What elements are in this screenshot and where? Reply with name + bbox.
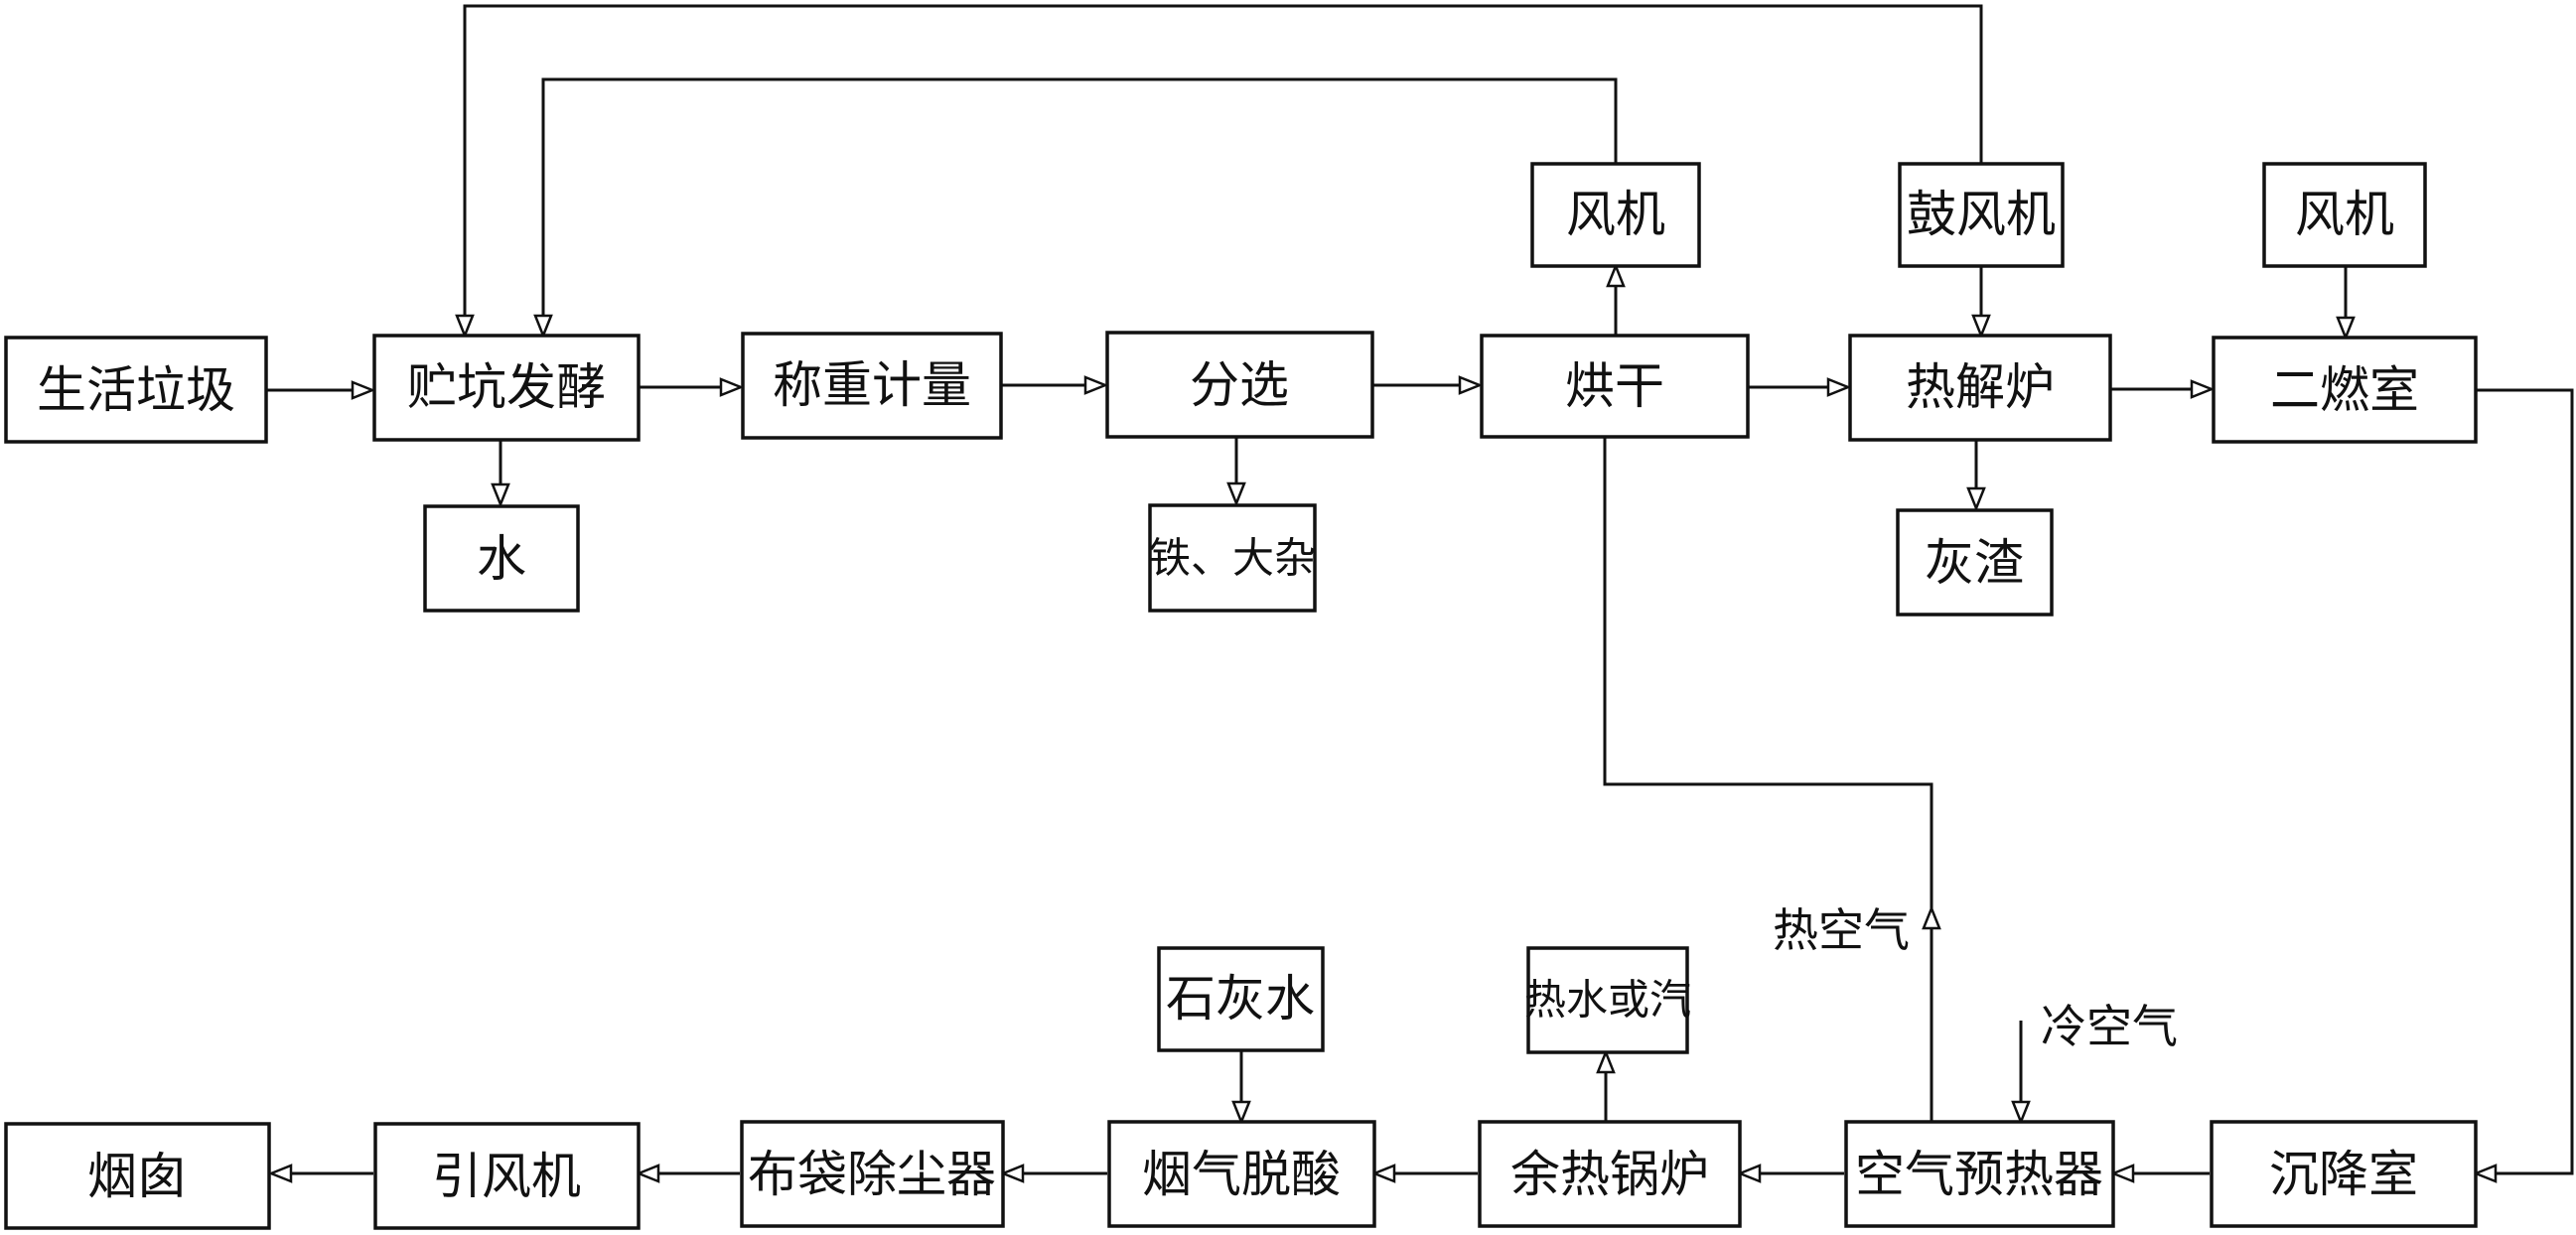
node-label: 二燃室	[2270, 361, 2419, 419]
node-label: 水	[477, 530, 526, 588]
label-hot-air: 热空气	[1773, 903, 1910, 957]
node-label: 沉降室	[2269, 1146, 2418, 1203]
node-label: 空气预热器	[1855, 1146, 2103, 1203]
node-label: 灰渣	[1925, 534, 2024, 592]
node-air-preheater: 空气预热器	[1844, 1120, 2115, 1228]
node-pit-fermentation: 贮坑发酵	[372, 334, 641, 442]
node-secondary-chamber: 二燃室	[2212, 336, 2478, 444]
node-iron-bulky: 铁、大杂	[1148, 503, 1317, 613]
node-label: 贮坑发酵	[407, 358, 606, 416]
node-fan-drying: 风机	[1530, 162, 1701, 268]
edge-fan-loop-to-pit	[543, 77, 1618, 336]
node-label: 余热锅炉	[1510, 1146, 1709, 1203]
node-label: 烟气脱酸	[1142, 1146, 1341, 1203]
node-chimney: 烟囱	[4, 1122, 271, 1230]
edge-blower-loop-to-pit	[465, 4, 1983, 336]
node-label: 热水或汽	[1524, 976, 1691, 1025]
node-waste-heat-boiler: 余热锅炉	[1478, 1120, 1742, 1228]
node-water: 水	[423, 504, 580, 613]
connectors	[266, 4, 2574, 1173]
node-label: 风机	[1566, 186, 1665, 243]
node-label: 烘干	[1565, 357, 1664, 415]
node-sorting: 分选	[1105, 331, 1374, 439]
node-fan-secondary: 风机	[2262, 162, 2427, 268]
node-label: 石灰水	[1166, 970, 1315, 1028]
node-blower: 鼓风机	[1898, 162, 2065, 268]
edge-secondary-to-settling	[2476, 388, 2574, 1173]
node-label: 分选	[1190, 356, 1289, 414]
node-label: 烟囱	[87, 1148, 187, 1205]
node-label: 称重计量	[773, 356, 971, 414]
node-label: 布袋除尘器	[748, 1146, 996, 1203]
node-weighing: 称重计量	[741, 332, 1003, 440]
node-flue-gas-deacid: 烟气脱酸	[1107, 1120, 1376, 1228]
node-bag-filter: 布袋除尘器	[740, 1120, 1005, 1228]
node-hot-water-steam: 热水或汽	[1524, 946, 1691, 1054]
node-drying: 烘干	[1480, 334, 1750, 439]
node-lime-water: 石灰水	[1157, 946, 1325, 1052]
node-pyrolysis-furnace: 热解炉	[1848, 334, 2112, 442]
node-settling-chamber: 沉降室	[2210, 1120, 2478, 1228]
node-label: 生活垃圾	[37, 361, 235, 419]
node-label: 引风机	[432, 1148, 581, 1205]
node-label: 风机	[2295, 186, 2394, 243]
node-induced-fan: 引风机	[373, 1122, 641, 1230]
label-cold-air: 冷空气	[2041, 1000, 2178, 1053]
node-label: 热解炉	[1906, 358, 2055, 416]
node-ash-slag: 灰渣	[1896, 508, 2054, 617]
node-domestic-waste: 生活垃圾	[4, 336, 268, 444]
node-label: 鼓风机	[1907, 186, 2056, 243]
node-label: 铁、大杂	[1149, 534, 1316, 583]
